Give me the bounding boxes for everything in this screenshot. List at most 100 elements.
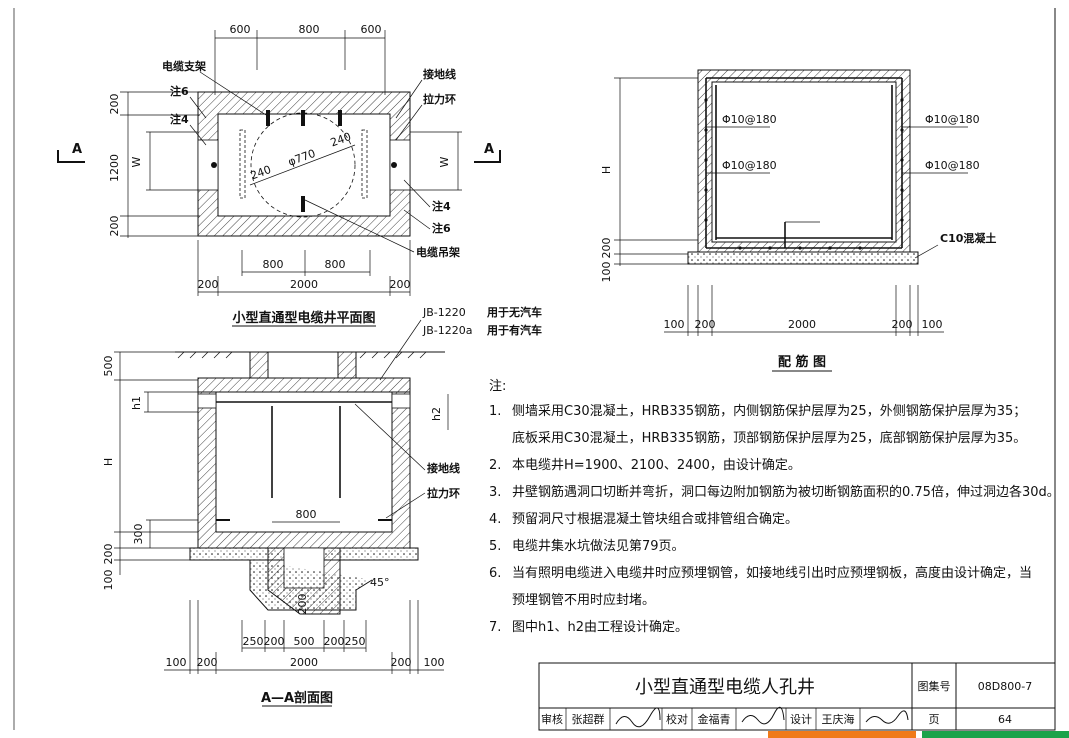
reviewer-signature [615,707,661,728]
plan-w-left: W [130,156,143,167]
section-bottom1-dim-5: 250 [345,635,366,648]
plan-dim-bottom2-1: 200 [198,278,219,291]
rebar-c10-base [687,251,919,265]
section-left-dim-200: 200 [102,544,115,565]
note-3-line-1: 井壁钢筋遇洞口切断并弯折，洞口每边附加钢筋为被切断钢筋面积的0.75倍，伸过洞边… [512,484,1060,500]
rebar-left-dim-1: 200 [600,238,613,259]
section-angle: 45° [370,576,390,589]
rebar-bar-4: Φ10@180 [925,159,980,172]
plan-label-ground-wire: 接地线 [423,67,456,81]
rebar-bar-3: Φ10@180 [722,159,777,172]
rebar-bar-2: Φ10@180 [925,113,980,126]
plan-title: 小型直通型电缆井平面图 [232,310,375,326]
plan-label-support: 电缆支架 [162,59,206,73]
note-4-num: 4. [489,512,501,527]
section-bottom2-dim-3: 2000 [290,656,318,669]
plan-label-pull-ring: 拉力环 [423,92,456,106]
title-block-check-label: 校对 [666,712,688,726]
plan-label-note4-left: 注4 [170,112,189,126]
checker-signature [741,706,785,725]
rebar-bottom-dim-1: 100 [664,318,685,331]
section-label-ground-wire: 接地线 [427,461,460,475]
accent-bar-green [922,731,1069,738]
section-title: A—A剖面图 [261,690,333,706]
section-cover2-use: 用于有汽车 [487,323,542,337]
section-cover1-code: JB-1220 [422,306,466,319]
section-cover1-use: 用于无汽车 [487,305,542,319]
plan-dim-top-3: 600 [361,23,382,36]
section-bottom2-dim-4: 200 [391,656,412,669]
plan-dim-top-1: 600 [230,23,251,36]
plan-240-b: 240 [329,130,353,149]
plan-dim-left-3: 200 [108,216,121,237]
note-7-num: 7. [489,620,501,635]
title-block-review-label: 审核 [541,712,563,726]
section-cover2-code: JB-1220a [422,324,473,337]
plan-dim-bottom1-1: 800 [263,258,284,271]
rebar-title: 配 筋 图 [778,354,826,370]
title-block-page-label: 页 [929,713,940,726]
section-left-dim-H: H [102,458,115,466]
plan-dim-bottom2-2: 2000 [290,278,318,291]
plan-dim-bottom1-2: 800 [325,258,346,271]
plan-section-mark-left: A [72,142,82,157]
section-dim-800: 800 [296,508,317,521]
plan-dim-bottom2-3: 200 [390,278,411,291]
rebar-c10-label: C10混凝土 [940,231,996,245]
title-block-page-no: 64 [998,713,1012,726]
note-5-num: 5. [489,539,501,554]
note-6-line-2: 预埋钢管不用时应封堵。 [512,592,655,608]
note-2-num: 2. [489,458,501,473]
note-1-line-2: 底板采用C30混凝土，HRB335钢筋，顶部钢筋保护层厚为25，底部钢筋保护层厚… [512,430,1026,446]
section-sump-dim: 200 [296,594,309,615]
title-block-checker: 金福青 [698,712,731,726]
title-block-atlas-no: 08D800-7 [978,680,1032,693]
plan-label-note6-right: 注6 [432,221,451,235]
plan-view: 600 800 600 200 1200 200 W W φ770 240 24… [57,23,501,327]
plan-240-a: 240 [249,163,273,182]
accent-bar-orange [768,731,916,738]
note-7-line-1: 图中h1、h2由工程设计确定。 [512,620,688,635]
section-bottom1-dim-4: 200 [324,635,345,648]
plan-dim-left-2: 1200 [108,154,121,182]
section-label-pull-ring: 拉力环 [427,486,460,500]
plan-dim-left-1: 200 [108,94,121,115]
designer-signature [865,710,909,724]
plan-w-right: W [438,156,451,167]
rebar-bottom-dim-4: 200 [892,318,913,331]
note-6-num: 6. [489,566,501,581]
section-left-dim-h1: h1 [130,396,143,410]
title-block-design-label: 设计 [790,713,812,726]
notes-block: 注: 1. 侧墙采用C30混凝土，HRB335钢筋，内侧钢筋保护层厚为25，外侧… [489,379,1060,635]
note-4-line-1: 预留洞尺寸根据混凝土管块组合或排管组合确定。 [512,511,798,527]
section-bottom1-dim-1: 250 [243,635,264,648]
note-1-num: 1. [489,404,501,419]
note-6-line-1: 当有照明电缆进入电缆井时应预埋钢管，如接地线引出时应预埋钢板，高度由设计确定，当 [512,565,1032,581]
note-3-num: 3. [489,485,501,500]
section-bottom2-dim-1: 100 [166,656,187,669]
note-2-line-1: 本电缆井H=1900、2100、2400，由设计确定。 [512,457,801,473]
section-left-dim-500: 500 [102,356,115,377]
plan-label-hanger: 电缆吊架 [416,245,460,259]
note-1-line-1: 侧墙采用C30混凝土，HRB335钢筋，内侧钢筋保护层厚为25，外侧钢筋保护层厚… [512,403,1026,419]
rebar-h: H [600,166,613,174]
title-block: 小型直通型电缆人孔井 图集号 08D800-7 审核 张超群 校对 金福青 设计… [538,662,1056,731]
section-bottom2-dim-5: 100 [424,656,445,669]
section-left-dim-100: 100 [102,570,115,591]
rebar-bottom-dim-3: 2000 [788,318,816,331]
plan-section-mark-right: A [484,142,494,157]
plan-manhole-circle [250,112,356,218]
section-h2: h2 [430,407,443,421]
section-bottom1-dim-2: 200 [264,635,285,648]
rebar-bar-1: Φ10@180 [722,113,777,126]
plan-dim-top-2: 800 [299,23,320,36]
rebar-bottom-dim-5: 100 [922,318,943,331]
section-bottom1-dim-3: 500 [294,635,315,648]
plan-label-note6-left: 注6 [170,84,189,98]
title-block-atlas-label: 图集号 [918,679,951,693]
notes-heading: 注: [489,379,506,394]
section-bottom2-dim-2: 200 [197,656,218,669]
title-block-reviewer: 张超群 [572,712,605,726]
title-block-title: 小型直通型电缆人孔井 [635,677,815,698]
